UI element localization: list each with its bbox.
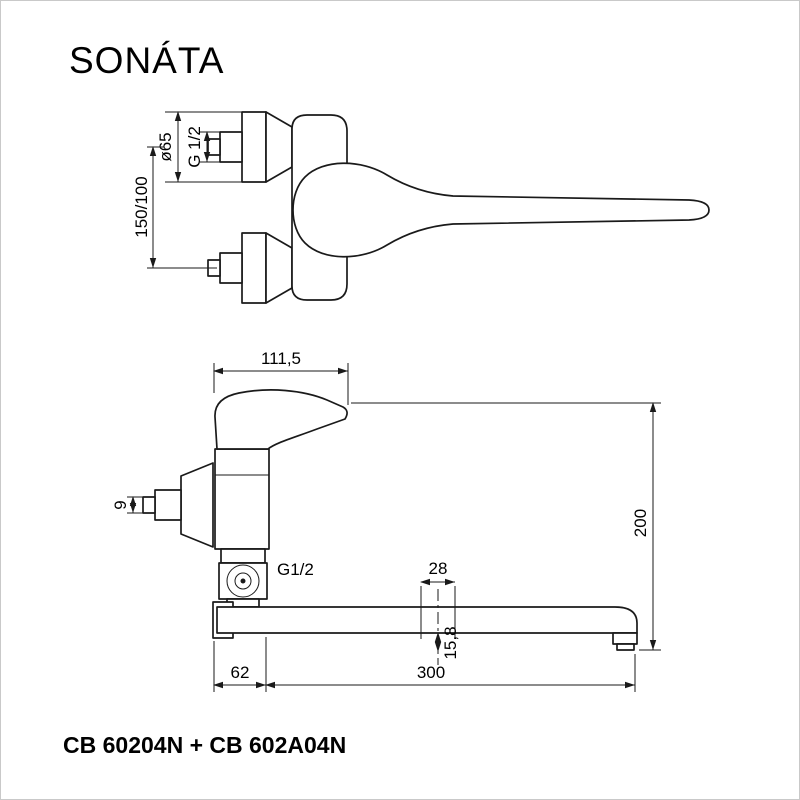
- mixer-body-side-view: [214, 448, 270, 550]
- spout-outlet: [612, 632, 638, 645]
- top-view-drawing: ø65 G 1/2 150/100: [132, 111, 710, 304]
- thread-end-side-view: [142, 496, 156, 514]
- wall-flange-disc-bottom: [241, 232, 267, 304]
- dim-label-wall-offset: 62: [231, 663, 250, 682]
- check-valve-outer-circle: [226, 564, 260, 598]
- lever-handle-side-view: [214, 389, 348, 450]
- wall-flange-side-view: [180, 462, 214, 548]
- dim-label-height: 200: [631, 509, 650, 537]
- lever-handle-top-view: [292, 162, 710, 258]
- dim-label-spout-width: 28: [429, 559, 448, 578]
- dim-label-offset: 9: [111, 500, 130, 509]
- wall-flange-disc-top: [241, 111, 267, 183]
- check-valve-center-dot: [240, 578, 246, 584]
- dim-label-body-width: 111,5: [261, 349, 301, 368]
- aerator: [616, 643, 635, 651]
- dim-label-thread-size-side: G1/2: [277, 560, 314, 579]
- flange-cone-top: [265, 111, 293, 183]
- page-title: SONÁTA: [69, 40, 224, 81]
- mounting-nut-side-view: [154, 489, 182, 521]
- dim-label-spout-length: 300: [417, 663, 445, 682]
- dim-label-outlet-drop: 15,8: [441, 626, 460, 659]
- valve-housing: [220, 548, 266, 564]
- flange-cone-bottom: [265, 232, 293, 304]
- mounting-nut-bottom: [219, 252, 243, 284]
- thread-end-top: [207, 138, 221, 156]
- spout-tube: [216, 606, 638, 634]
- mounting-nut-top: [219, 131, 243, 163]
- check-valve-inner-circle: [234, 572, 252, 590]
- dim-label-thread-size-top: G 1/2: [185, 126, 204, 168]
- dim-label-flange-diameter: ø65: [156, 132, 175, 161]
- dim-label-mount-spacing: 150/100: [132, 176, 151, 237]
- side-view-drawing: 111,5 9 G1/2 28 15,8 200 62 300: [111, 349, 661, 692]
- product-code: CB 60204N + CB 602A04N: [63, 732, 346, 758]
